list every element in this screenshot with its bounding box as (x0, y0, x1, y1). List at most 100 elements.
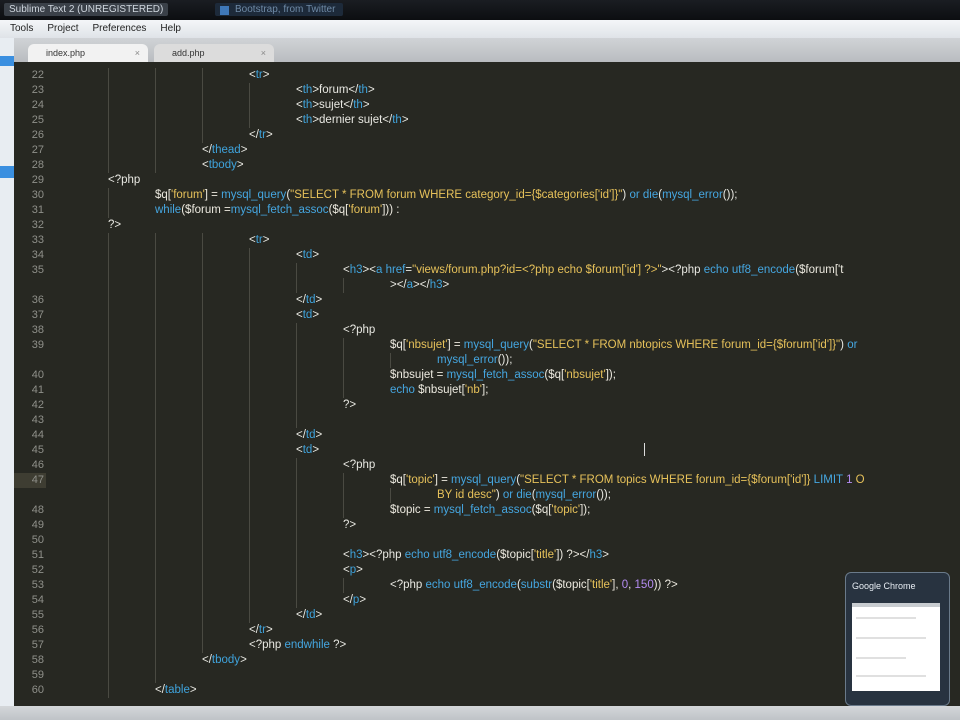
indent-guide (249, 488, 250, 503)
code-line[interactable]: 27</thead> (14, 143, 960, 158)
window-title: Sublime Text 2 (UNREGISTERED) (4, 3, 169, 16)
menu-help[interactable]: Help (160, 23, 181, 34)
line-number: 49 (31, 519, 44, 531)
code-line[interactable]: 39$q['nbsujet'] = mysql_query("SELECT * … (14, 338, 960, 353)
indent-guide (155, 98, 156, 113)
code-line[interactable]: 40$nbsujet = mysql_fetch_assoc($q['nbsuj… (14, 368, 960, 383)
code-line[interactable]: 32?> (14, 218, 960, 233)
indent-guide (296, 593, 297, 608)
code-tag: td (305, 609, 316, 621)
code-line[interactable]: 54</p> (14, 593, 960, 608)
code-line[interactable]: 37<td> (14, 308, 960, 323)
menu-tools[interactable]: Tools (10, 23, 34, 34)
code-line[interactable]: BY id desc") or die(mysql_error()); (14, 488, 960, 503)
indent-guide (155, 323, 156, 338)
code-line[interactable]: 58</tbody> (14, 653, 960, 668)
code-punctuation: ><?php (661, 264, 704, 276)
close-icon[interactable]: × (260, 48, 266, 58)
code-variable: $q[ (155, 189, 171, 201)
code-line[interactable]: 49?> (14, 518, 960, 533)
menu-preferences[interactable]: Preferences (92, 23, 147, 34)
tab-bar: index.php × add.php × (14, 38, 960, 62)
code-line[interactable]: 34<td> (14, 248, 960, 263)
code-line[interactable]: 45<td> (14, 443, 960, 458)
line-number: 36 (31, 294, 44, 306)
code-line[interactable]: 23<th>forum</th> (14, 83, 960, 98)
window-thumbnail[interactable] (852, 603, 940, 691)
code-line[interactable]: 30$q['forum'] = mysql_query("SELECT * FR… (14, 188, 960, 203)
indent-guide (155, 128, 156, 143)
code-line[interactable]: 47$q['topic'] = mysql_query("SELECT * FR… (14, 473, 960, 488)
code-line[interactable]: 35<h3><a href="views/forum.php?id=<?php … (14, 263, 960, 278)
code-line[interactable]: 48$topic = mysql_fetch_assoc($q['topic']… (14, 503, 960, 518)
indent-guide (202, 473, 203, 488)
indent-guide (155, 473, 156, 488)
code-line[interactable]: 25<th>dernier sujet</th> (14, 113, 960, 128)
taskbar-preview-popup[interactable]: Google Chrome (845, 572, 950, 706)
indent-guide (202, 263, 203, 278)
code-line[interactable]: 55</td> (14, 608, 960, 623)
code-punctuation: < (296, 249, 303, 261)
code-line[interactable]: 24<th>sujet</th> (14, 98, 960, 113)
indent-guide (108, 278, 109, 293)
code-line[interactable]: 38<?php (14, 323, 960, 338)
code-line[interactable]: 56</tr> (14, 623, 960, 638)
indent-guide (343, 278, 344, 293)
code-line[interactable]: 28<tbody> (14, 158, 960, 173)
code-line[interactable]: 53<?php echo utf8_encode(substr($topic['… (14, 578, 960, 593)
code-tag: tr (258, 129, 266, 141)
code-editor[interactable]: 22<tr>23<th>forum</th>24<th>sujet</th>25… (14, 62, 960, 706)
code-line[interactable]: 60</table> (14, 683, 960, 698)
indent-guide (249, 458, 250, 473)
indent-guide (249, 323, 250, 338)
code-line[interactable]: 43 (14, 413, 960, 428)
code-line[interactable]: 57<?php endwhile ?> (14, 638, 960, 653)
code-line[interactable]: mysql_error()); (14, 353, 960, 368)
indent-guide (155, 383, 156, 398)
indent-guide (249, 383, 250, 398)
code-line[interactable]: 22<tr> (14, 68, 960, 83)
indent-guide (202, 98, 203, 113)
code-line[interactable]: 33<tr> (14, 233, 960, 248)
code-text: </p> (343, 593, 366, 608)
code-variable: ($topic[ (496, 549, 534, 561)
code-punctuation: > (442, 279, 450, 291)
code-line[interactable]: 46<?php (14, 458, 960, 473)
tab-add-php[interactable]: add.php × (154, 44, 274, 62)
code-line[interactable]: 36</td> (14, 293, 960, 308)
code-punctuation: < (296, 444, 303, 456)
indent-guide (155, 278, 156, 293)
code-text: <?php (108, 173, 140, 188)
taskbar-item[interactable]: Bootstrap, from Twitter (215, 3, 344, 16)
indent-guide (296, 488, 297, 503)
code-line[interactable]: 29<?php (14, 173, 960, 188)
indent-guide (108, 668, 109, 683)
indent-guide (155, 263, 156, 278)
code-punctuation: </ (249, 129, 259, 141)
code-variable: ] = (434, 474, 451, 486)
code-line[interactable]: 44</td> (14, 428, 960, 443)
code-line[interactable]: 42?> (14, 398, 960, 413)
code-line[interactable]: 52<p> (14, 563, 960, 578)
title-bar: Sublime Text 2 (UNREGISTERED) Bootstrap,… (0, 0, 960, 20)
code-keyword: echo (390, 384, 415, 396)
code-keyword: echo (703, 264, 729, 276)
code-string: 'forum' (171, 189, 205, 201)
close-icon[interactable]: × (134, 48, 140, 58)
code-line[interactable]: 59 (14, 668, 960, 683)
tab-index-php[interactable]: index.php × (28, 44, 148, 62)
code-line[interactable]: ></a></h3> (14, 278, 960, 293)
code-keyword: LIMIT (813, 474, 843, 486)
code-punctuation: ></ (413, 279, 430, 291)
code-line[interactable]: 50 (14, 533, 960, 548)
code-punctuation: > (312, 309, 320, 321)
menu-project[interactable]: Project (47, 23, 79, 34)
code-punctuation: ?> (329, 639, 347, 651)
code-line[interactable]: 51<h3><?php echo utf8_encode($topic['tit… (14, 548, 960, 563)
indent-guide (249, 263, 250, 278)
code-variable: ($forum['t (795, 264, 844, 276)
code-line[interactable]: 26</tr> (14, 128, 960, 143)
line-number: 31 (31, 204, 44, 216)
